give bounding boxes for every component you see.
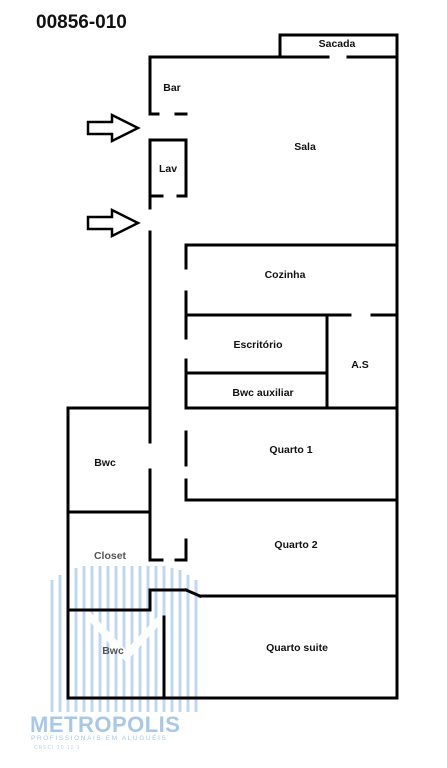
room-label-bar: Bar	[163, 82, 181, 94]
walls	[66, 33, 399, 700]
room-label-quarto-1: Quarto 1	[269, 444, 312, 456]
room-label-lav: Lav	[159, 163, 177, 175]
room-label-cozinha: Cozinha	[265, 269, 306, 281]
watermark-creci: CRECI 10 10 J	[34, 745, 81, 751]
room-label-sala: Sala	[294, 141, 316, 153]
watermark-tagline: PROFISSIONAIS EM ALUGUÉIS	[31, 735, 168, 742]
room-label-quarto-suite: Quarto suite	[266, 642, 328, 654]
room-label-bwc-auxiliar: Bwc auxiliar	[232, 387, 293, 399]
room-label-escritorio: Escritório	[233, 339, 282, 351]
plan-code: 00856-010	[36, 12, 127, 33]
entrance-arrow-icon	[86, 207, 141, 239]
room-label-sacada: Sacada	[319, 38, 356, 50]
room-label-closet: Closet	[94, 550, 127, 562]
room-label-bwc: Bwc	[94, 457, 116, 469]
entrance-arrow-icon	[86, 112, 141, 144]
room-label-bwc-suite: Bwc	[102, 645, 124, 657]
room-label-as: A.S	[351, 359, 369, 371]
watermark-brand: METROPOLIS	[30, 712, 181, 737]
watermark-logo	[50, 566, 198, 712]
room-label-quarto-2: Quarto 2	[274, 539, 317, 551]
